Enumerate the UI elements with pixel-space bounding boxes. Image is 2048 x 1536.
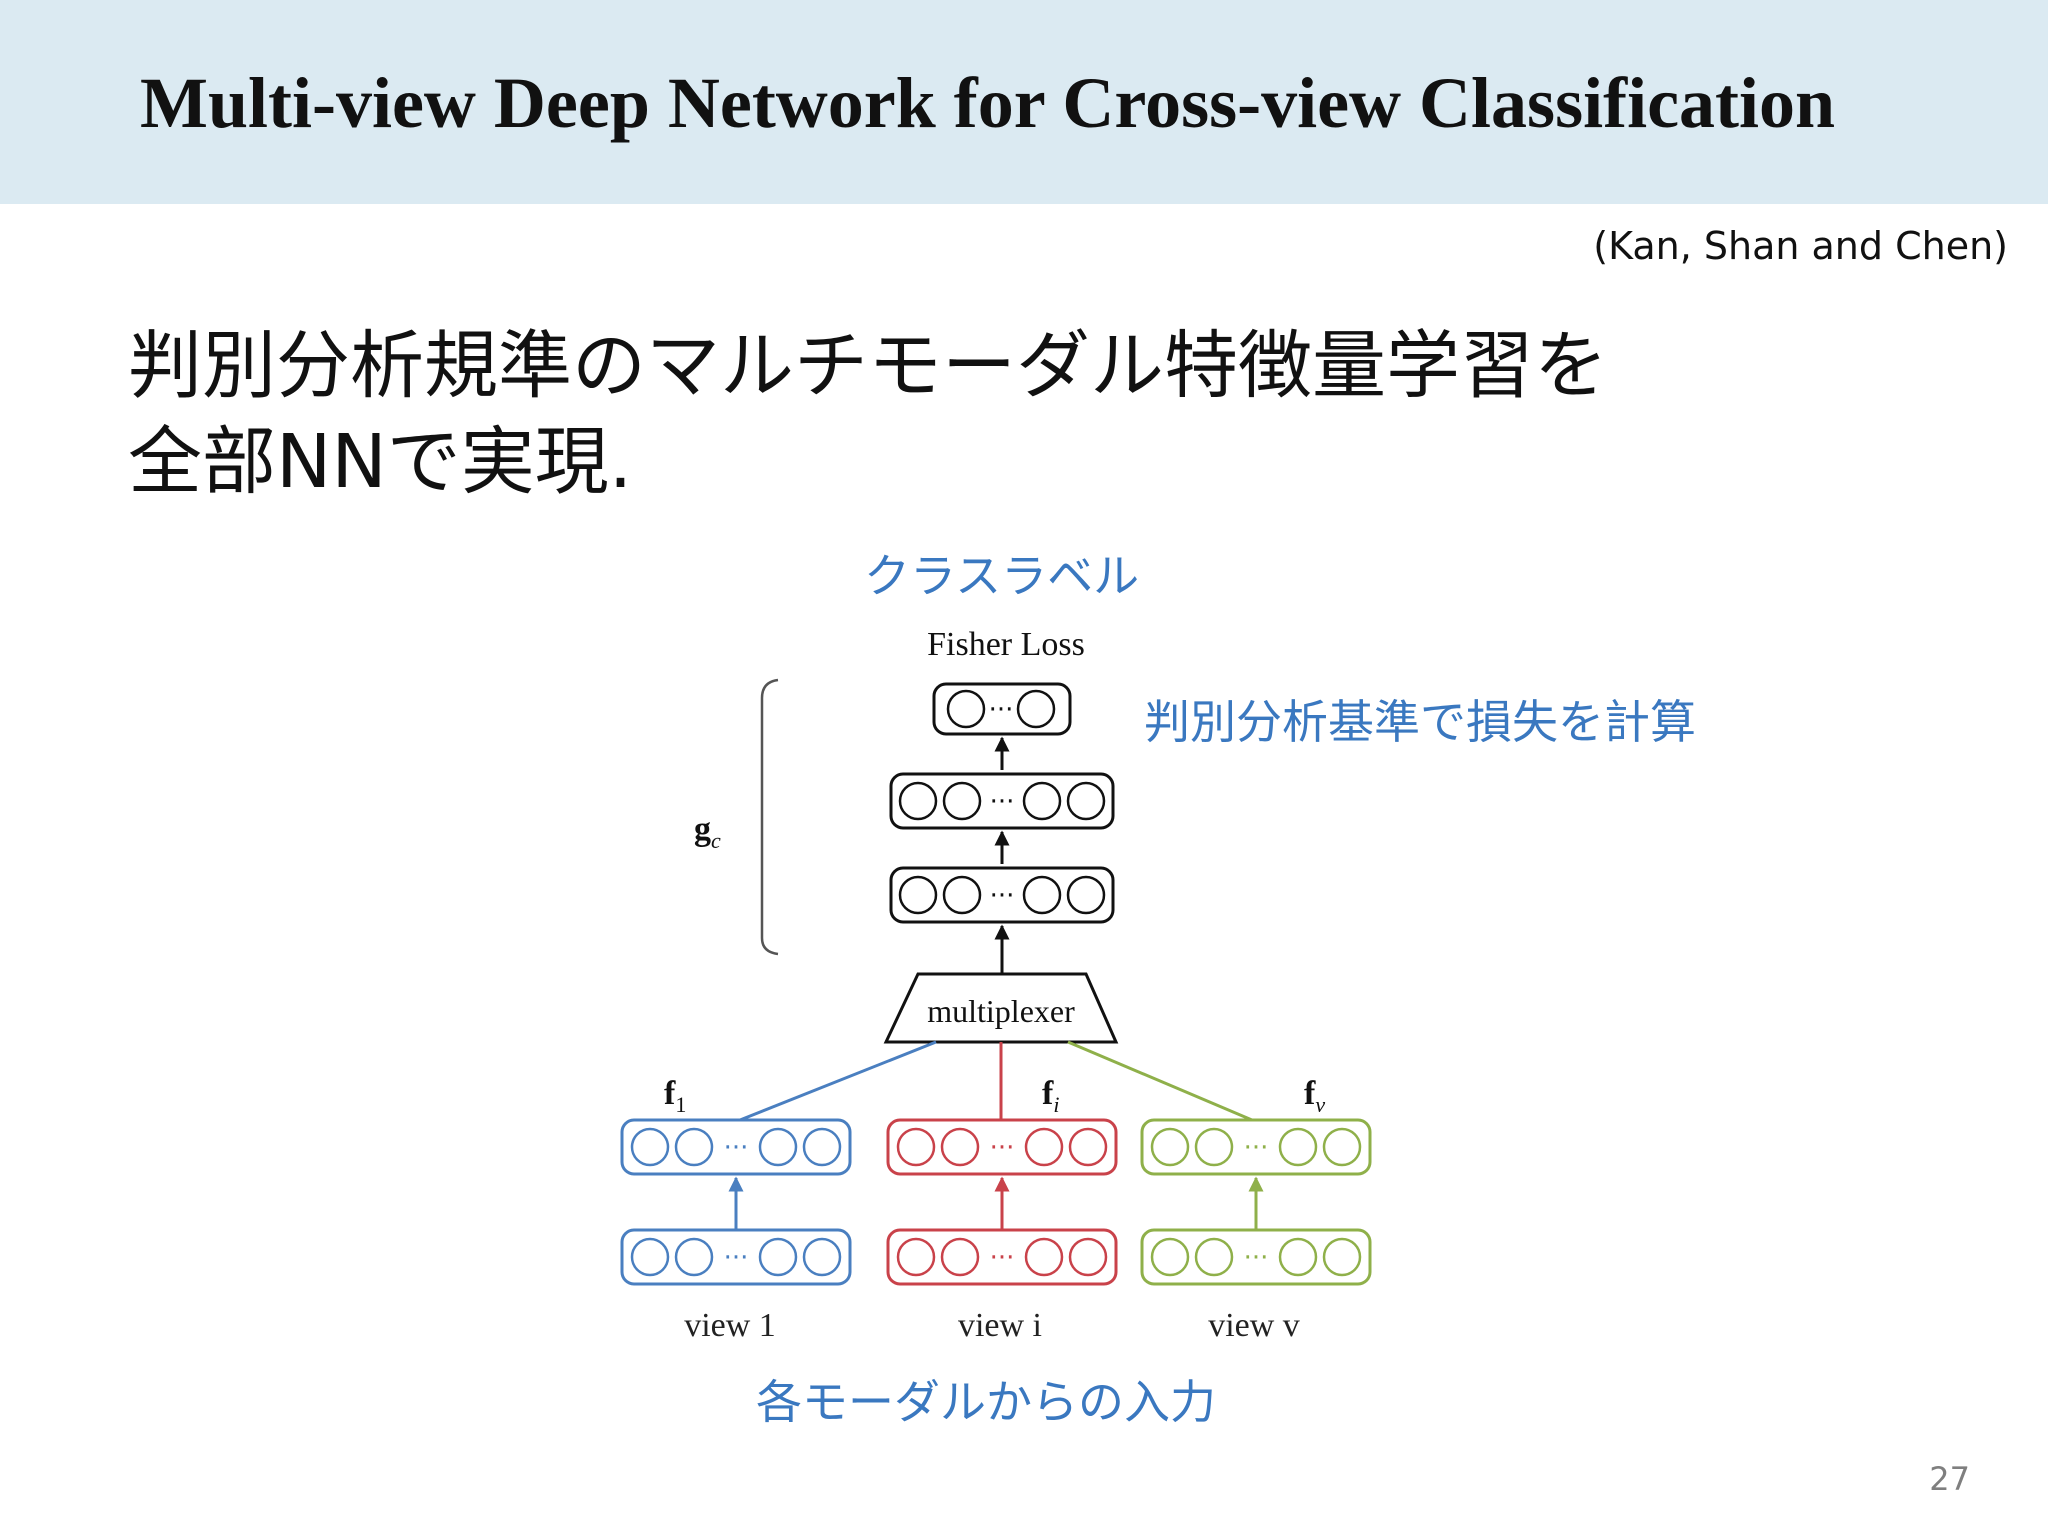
neuron bbox=[1024, 1127, 1064, 1167]
view-1-feature-layer: ··· bbox=[620, 1118, 852, 1176]
neuron bbox=[940, 1237, 980, 1277]
neuron bbox=[942, 781, 982, 821]
neuron bbox=[674, 1127, 714, 1167]
neuron bbox=[940, 1127, 980, 1167]
neuron bbox=[630, 1237, 670, 1277]
ellipsis: ··· bbox=[1244, 1133, 1269, 1163]
multiplexer-label: multiplexer bbox=[927, 993, 1075, 1029]
ellipsis: ··· bbox=[1244, 1243, 1269, 1273]
neuron bbox=[1322, 1237, 1362, 1277]
neuron bbox=[898, 781, 938, 821]
input-annotation: 各モーダルからの入力 bbox=[756, 1375, 1216, 1429]
ellipsis: ··· bbox=[989, 695, 1014, 725]
ellipsis: ··· bbox=[724, 1243, 749, 1273]
loss-annotation: 判別分析基準で損失を計算 bbox=[1144, 695, 1696, 749]
feature-label-i: fi bbox=[1042, 1075, 1059, 1117]
neuron bbox=[1022, 781, 1062, 821]
view-i-input-layer: ··· bbox=[886, 1228, 1118, 1286]
body-line-1: 判別分析規準のマルチモーダル特徴量学習を bbox=[128, 323, 1608, 409]
fisher-loss-layer: ··· bbox=[932, 682, 1072, 736]
neuron bbox=[1068, 1237, 1108, 1277]
gc-label: gc bbox=[694, 811, 721, 853]
feature-label-1: f1 bbox=[664, 1075, 686, 1117]
body-text: 判別分析規準のマルチモーダル特徴量学習を 全部NNで実現. bbox=[128, 318, 1608, 510]
view-i-label: view i bbox=[958, 1307, 1042, 1344]
view-v-feature-layer: ··· bbox=[1140, 1118, 1372, 1176]
ellipsis: ··· bbox=[990, 881, 1015, 911]
neuron bbox=[758, 1237, 798, 1277]
ellipsis: ··· bbox=[990, 787, 1015, 817]
view-i-feature-layer: ··· bbox=[886, 1118, 1118, 1176]
view-v-label: view v bbox=[1208, 1307, 1300, 1344]
neuron bbox=[898, 875, 938, 915]
multiplexer: multiplexer bbox=[883, 972, 1119, 1044]
neuron bbox=[674, 1237, 714, 1277]
neuron bbox=[1150, 1127, 1190, 1167]
neuron bbox=[1278, 1237, 1318, 1277]
neuron bbox=[896, 1237, 936, 1277]
ellipsis: ··· bbox=[990, 1243, 1015, 1273]
neuron bbox=[946, 689, 986, 729]
citation: (Kan, Shan and Chen) bbox=[1593, 224, 2008, 268]
neuron bbox=[1022, 875, 1062, 915]
neuron bbox=[1024, 1237, 1064, 1277]
neuron bbox=[802, 1237, 842, 1277]
neuron bbox=[1322, 1127, 1362, 1167]
neuron bbox=[1194, 1127, 1234, 1167]
neuron bbox=[1066, 875, 1106, 915]
ellipsis: ··· bbox=[724, 1133, 749, 1163]
neuron bbox=[1278, 1127, 1318, 1167]
connector-view-1 bbox=[739, 1040, 937, 1122]
slide-title: Multi-view Deep Network for Cross-view C… bbox=[140, 63, 1836, 143]
neuron bbox=[630, 1127, 670, 1167]
view-1-label: view 1 bbox=[684, 1307, 776, 1344]
neuron bbox=[758, 1127, 798, 1167]
neuron bbox=[1150, 1237, 1190, 1277]
gc-brace bbox=[760, 678, 779, 956]
neuron bbox=[1194, 1237, 1234, 1277]
title-bar: Multi-view Deep Network for Cross-view C… bbox=[0, 0, 2048, 204]
connector-view-v bbox=[1067, 1040, 1253, 1122]
page-number: 27 bbox=[1929, 1460, 1970, 1498]
view-1-input-layer: ··· bbox=[620, 1228, 852, 1286]
feature-label-v: fv bbox=[1304, 1075, 1325, 1117]
neuron bbox=[802, 1127, 842, 1167]
neuron bbox=[1066, 781, 1106, 821]
neuron bbox=[896, 1127, 936, 1167]
hidden-layer-1: ··· bbox=[889, 866, 1115, 924]
body-line-2: 全部NNで実現. bbox=[128, 419, 633, 505]
view-v-input-layer: ··· bbox=[1140, 1228, 1372, 1286]
neuron bbox=[942, 875, 982, 915]
ellipsis: ··· bbox=[990, 1133, 1015, 1163]
class-label-annotation: クラスラベル bbox=[864, 549, 1140, 603]
neuron bbox=[1016, 689, 1056, 729]
fisher-loss-label: Fisher Loss bbox=[927, 626, 1085, 663]
hidden-layer-2: ··· bbox=[889, 772, 1115, 830]
neuron bbox=[1068, 1127, 1108, 1167]
